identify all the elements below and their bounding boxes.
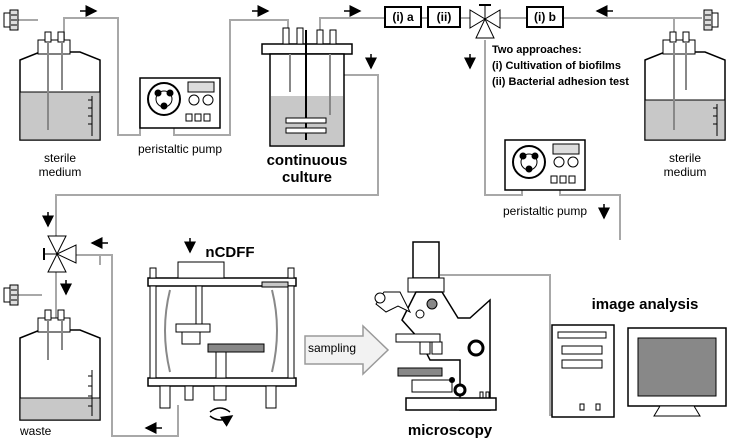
microscope-icon [374,241,497,411]
bottle-icon [19,309,101,421]
pump-right-label: peristaltic pump [502,204,588,218]
flow-box-label-ii: (ii) [436,10,452,24]
waste-label: waste [20,424,52,438]
sterile-medium-right-label: sterile medium [663,151,707,179]
microscopy-label: microscopy [407,422,493,439]
image-analysis-label: image analysis [591,296,699,313]
continuous-culture-label: continuous culture [266,152,348,187]
flow-arrow-icon [42,5,613,434]
filter-icon [703,9,719,31]
ncdff-label: nCDFF [205,244,255,261]
filter-icon [3,284,19,306]
sampling-arrow [304,324,390,376]
filter-icon [3,9,19,31]
sampling-label: sampling [308,341,357,355]
pump-icon [139,77,221,129]
flow-box-label-i-a: (i) a [392,10,414,24]
flow-box-ii [427,6,461,28]
pump-icon [504,139,586,191]
approach-item: (ii) Bacterial adhesion test [492,76,629,88]
three-way-valve-icon [43,235,77,273]
bottle-icon [19,31,101,141]
reactor-icon [261,27,353,147]
flow-box-i-a [384,6,422,28]
approaches-heading: Two approaches: [492,44,582,56]
computer-icon [551,324,727,418]
flow-cell-icon [147,261,297,409]
sterile-medium-left-label: sterile medium [38,151,82,179]
approach-item: (i) Cultivation of biofilms [492,60,621,72]
rotation-arrow-icon [209,407,234,427]
pump-left-label: peristaltic pump [137,142,223,156]
flow-box-i-b [526,6,564,28]
flow-box-label-i-b: (i) b [534,10,556,24]
three-way-valve-icon [469,4,501,39]
bottle-icon [644,31,726,141]
